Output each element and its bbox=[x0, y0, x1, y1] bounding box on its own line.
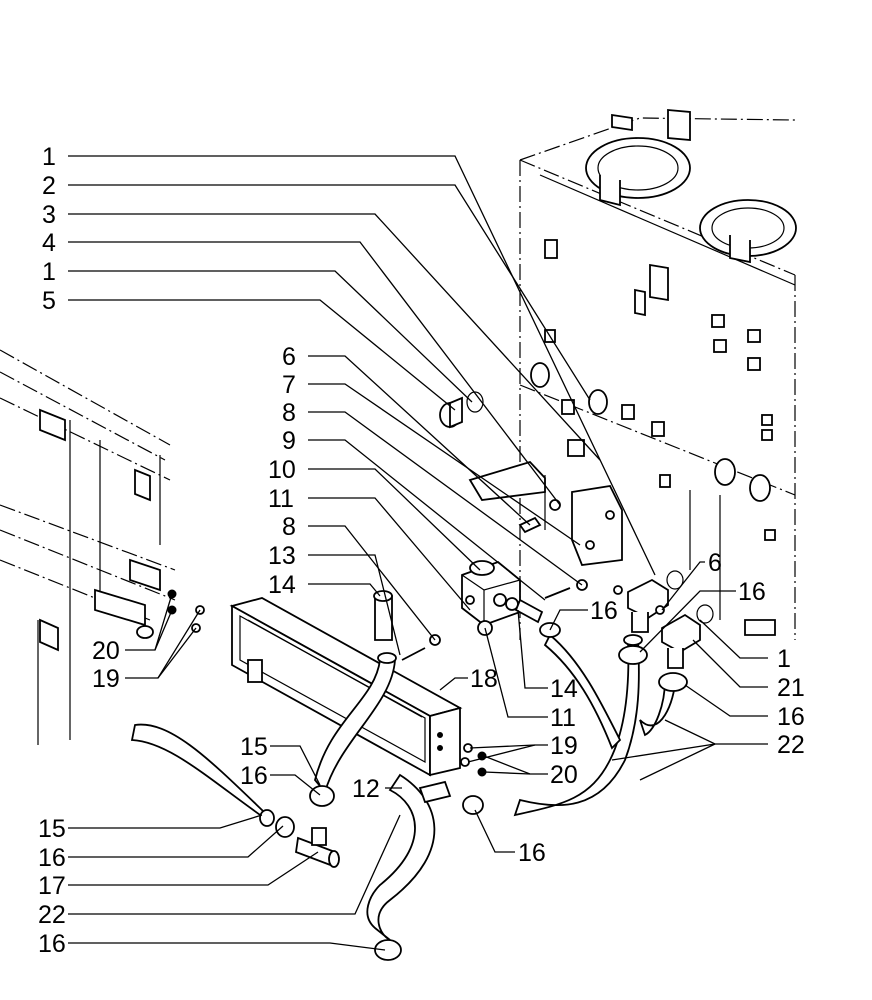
callout-11: 11 bbox=[550, 704, 576, 732]
callout-15: 15 bbox=[38, 815, 66, 843]
tee-fitting bbox=[295, 827, 340, 868]
machine-frame bbox=[0, 349, 176, 745]
callout-18: 18 bbox=[470, 665, 498, 693]
callout-6: 6 bbox=[282, 343, 296, 371]
callout-8: 8 bbox=[282, 399, 296, 427]
callout-16: 16 bbox=[738, 578, 766, 606]
callout-11: 11 bbox=[268, 485, 294, 513]
callout-20: 20 bbox=[550, 761, 578, 789]
cooler-outlet-fitting bbox=[418, 780, 452, 804]
callout-19: 19 bbox=[550, 732, 578, 760]
callout-13: 13 bbox=[268, 542, 296, 570]
callout-9: 9 bbox=[282, 427, 296, 455]
callout-6: 6 bbox=[708, 549, 722, 577]
leader-lines bbox=[68, 155, 768, 951]
callout-14: 14 bbox=[550, 675, 578, 703]
elbow-fitting-21 bbox=[661, 604, 714, 669]
callout-16: 16 bbox=[590, 597, 618, 625]
callout-12: 12 bbox=[352, 775, 380, 803]
callout-10: 10 bbox=[268, 456, 296, 484]
hydraulic-tank bbox=[468, 109, 797, 640]
callout-labels: 1 2 3 4 1 5 6 7 8 9 10 11 8 13 14 20 19 … bbox=[38, 143, 805, 958]
bolts-and-washers bbox=[167, 499, 665, 777]
valve-block bbox=[461, 560, 521, 627]
callout-3: 3 bbox=[42, 201, 56, 229]
callout-19: 19 bbox=[92, 665, 120, 693]
mounting-plate bbox=[571, 485, 623, 566]
callout-4: 4 bbox=[42, 229, 56, 257]
callout-16: 16 bbox=[240, 762, 268, 790]
callout-1: 1 bbox=[42, 143, 56, 171]
callout-16: 16 bbox=[777, 703, 805, 731]
hose-clamps bbox=[275, 622, 688, 961]
callout-22: 22 bbox=[38, 901, 66, 929]
callout-1: 1 bbox=[777, 645, 791, 673]
callout-14: 14 bbox=[268, 571, 296, 599]
plate-bolt bbox=[585, 540, 595, 550]
callout-2: 2 bbox=[42, 172, 56, 200]
callout-22: 22 bbox=[777, 731, 805, 759]
oil-cooler bbox=[229, 597, 463, 777]
plate-bolt bbox=[605, 510, 615, 520]
callout-16: 16 bbox=[38, 930, 66, 958]
callout-1: 1 bbox=[42, 258, 56, 286]
callout-5: 5 bbox=[42, 287, 56, 315]
callout-8: 8 bbox=[282, 513, 296, 541]
callout-21: 21 bbox=[777, 674, 805, 702]
plug-with-oring bbox=[439, 391, 484, 429]
callout-7: 7 bbox=[282, 371, 296, 399]
hoses bbox=[130, 633, 676, 941]
callout-16: 16 bbox=[38, 844, 66, 872]
callout-16: 16 bbox=[518, 839, 546, 867]
callout-15: 15 bbox=[240, 733, 268, 761]
callout-17: 17 bbox=[38, 872, 66, 900]
callout-20: 20 bbox=[92, 637, 120, 665]
